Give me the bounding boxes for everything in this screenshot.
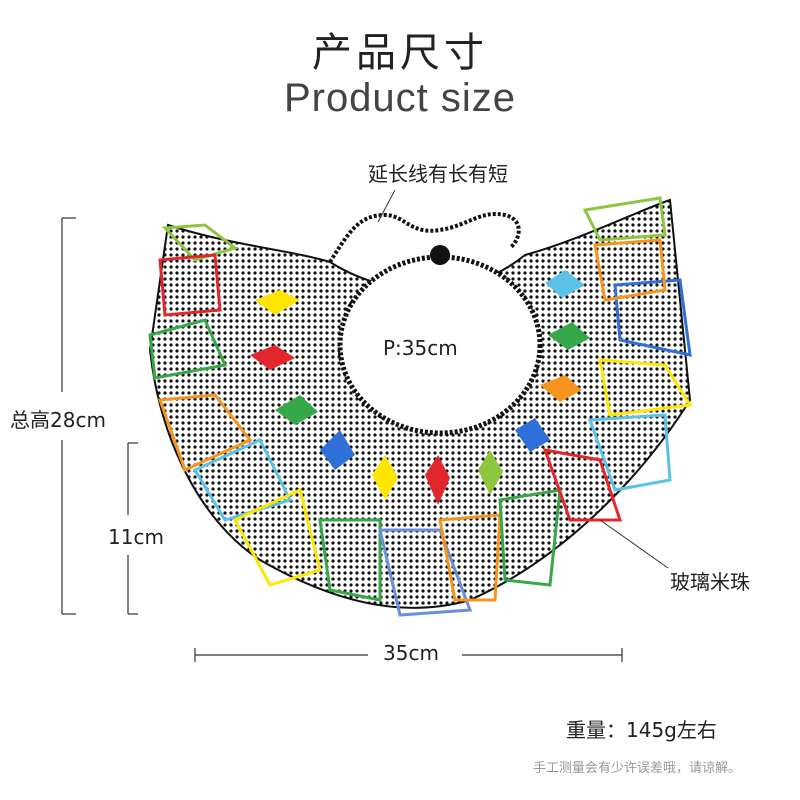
weight-label: 重量：145g左右 <box>566 718 717 742</box>
material-leader-line <box>599 519 669 569</box>
inner-diamonds <box>250 270 590 505</box>
total-height-bracket <box>61 217 76 615</box>
extension-cord <box>328 212 521 264</box>
color-panels <box>148 196 693 617</box>
fringe-height-label: 11cm <box>108 525 164 549</box>
disclaimer-note: 手工测量会有少许误差哦，请谅解。 <box>533 761 742 776</box>
fringe-height-bracket <box>127 442 138 615</box>
title-english: Product size <box>283 76 517 120</box>
material-label: 玻璃米珠 <box>670 570 750 594</box>
extension-cord-label: 延长线有长有短 <box>368 162 508 186</box>
width-bracket <box>194 648 623 662</box>
width-label: 35cm <box>383 641 439 665</box>
title-chinese: 产品尺寸 <box>312 30 488 76</box>
inner-circle-label: P:35cm <box>383 336 458 360</box>
cord-leader-line <box>377 189 396 223</box>
cord-bead-knot <box>430 245 450 265</box>
total-height-label: 总高28cm <box>10 408 106 432</box>
